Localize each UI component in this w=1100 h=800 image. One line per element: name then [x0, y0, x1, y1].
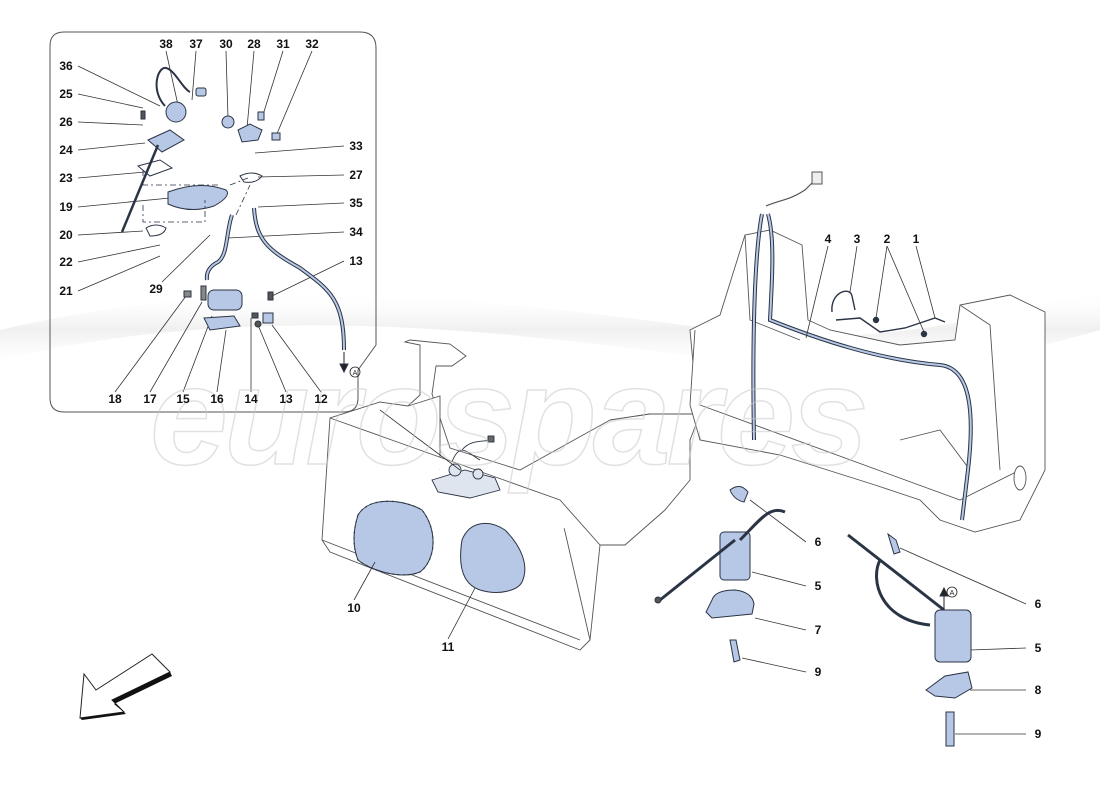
callout-10: 10 — [347, 601, 361, 615]
callout-38: 38 — [159, 37, 173, 51]
callout-6a: 6 — [814, 535, 822, 549]
callout-20: 20 — [59, 228, 73, 242]
inset-frame — [49, 31, 377, 413]
callout-23: 23 — [59, 171, 73, 185]
callout-3: 3 — [853, 232, 861, 246]
breather-lines — [751, 171, 973, 521]
callout-5b: 5 — [1034, 641, 1042, 655]
callout-27: 27 — [349, 168, 363, 182]
connector-marker-a-main: A — [946, 586, 958, 598]
right-fuel-tank — [689, 229, 1046, 533]
callout-21: 21 — [59, 284, 73, 298]
callout-13a: 13 — [349, 254, 363, 268]
callout-18: 18 — [108, 392, 122, 406]
callout-9a: 9 — [814, 665, 822, 679]
callout-34: 34 — [349, 225, 363, 239]
callout-1: 1 — [912, 232, 920, 246]
callout-29: 29 — [149, 282, 163, 296]
inset-parts — [120, 67, 349, 374]
front-direction-arrow-icon — [79, 653, 172, 720]
callout-35: 35 — [349, 196, 363, 210]
callout-7: 7 — [814, 623, 822, 637]
callout-32: 32 — [305, 37, 319, 51]
callout-9b: 9 — [1034, 727, 1042, 741]
left-fuel-tank — [321, 339, 701, 651]
callout-19: 19 — [59, 200, 73, 214]
callout-25: 25 — [59, 87, 73, 101]
svg-text:A: A — [950, 590, 955, 597]
main-leader-lines — [353, 245, 1027, 735]
callout-28: 28 — [247, 37, 261, 51]
callout-8: 8 — [1034, 683, 1042, 697]
callout-30: 30 — [219, 37, 233, 51]
tank-cover-10 — [353, 500, 434, 576]
callout-17: 17 — [143, 392, 157, 406]
callout-12: 12 — [314, 392, 328, 406]
callout-31: 31 — [276, 37, 290, 51]
inset-leader-lines — [77, 50, 345, 393]
pump-left — [654, 486, 786, 663]
callout-33: 33 — [349, 139, 363, 153]
callout-36: 36 — [59, 59, 73, 73]
pump-top-assembly — [431, 435, 501, 499]
callout-2: 2 — [883, 232, 891, 246]
callout-4: 4 — [824, 232, 832, 246]
callout-6b: 6 — [1034, 597, 1042, 611]
callout-24: 24 — [59, 143, 73, 157]
connector-marker-a-inset: A — [349, 366, 361, 378]
pump-right — [847, 532, 973, 747]
callout-11: 11 — [441, 640, 455, 654]
svg-text:A: A — [353, 370, 358, 377]
callout-13b: 13 — [279, 392, 293, 406]
callout-16: 16 — [210, 392, 224, 406]
callout-14: 14 — [244, 392, 258, 406]
callout-5a: 5 — [814, 579, 822, 593]
tank-cover-11 — [460, 522, 526, 593]
callout-37: 37 — [189, 37, 203, 51]
callout-15: 15 — [176, 392, 190, 406]
callout-22: 22 — [59, 255, 73, 269]
callout-26: 26 — [59, 115, 73, 129]
